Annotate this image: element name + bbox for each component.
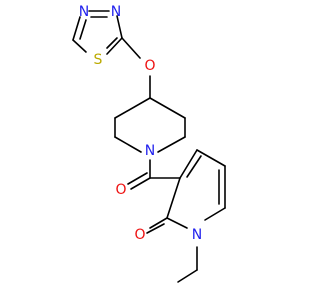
- bond-c3-c4-b: [186, 155, 202, 178]
- atom-label-n-piperidine: N: [145, 143, 155, 159]
- bond-c6-n1: [204, 207, 226, 221]
- atom-label-s-thiadiazole: S: [94, 52, 103, 68]
- bond-c2-inner: [106, 37, 118, 49]
- bond-c2-o-pyridone-a: [149, 217, 168, 229]
- molecule-structure-canvas: N N S O N O O N: [72, 4, 226, 283]
- bond-n1-c2: [166, 217, 188, 229]
- atom-label-o-carbonyl: O: [115, 182, 126, 198]
- bond-c2-o-pyridone-b: [146, 223, 165, 234]
- atom-label-n-thiadiazole-2: N: [111, 4, 121, 20]
- bond-n-c5-b: [79, 19, 87, 40]
- atom-label-o-ether: O: [144, 58, 155, 74]
- bond-c4-c5: [196, 149, 226, 167]
- atom-label-n-thiadiazole-1: N: [79, 4, 89, 20]
- bond-methyl-end: [177, 269, 198, 283]
- atom-label-o-pyridone: O: [134, 227, 145, 243]
- bond-c-o-carbonyl-b: [127, 172, 148, 185]
- bond-c-o-carbonyl-a: [130, 177, 151, 190]
- bond-pip-n-c6: [114, 136, 142, 153]
- thiadiazole-ring: [72, 10, 123, 55]
- bond-c3-c4-a: [179, 149, 198, 179]
- piperidine-ring: [114, 97, 186, 153]
- atom-label-n-pyridone: N: [192, 227, 202, 243]
- pyridone-ring: [166, 149, 226, 229]
- bond-c2-o: [121, 37, 141, 59]
- bond-n-c2: [116, 15, 123, 39]
- bond-c2-c3: [166, 177, 181, 219]
- bond-c5-s: [72, 39, 87, 53]
- bond-pip-c5-c4: [114, 97, 151, 119]
- bond-n-c5-a: [72, 16, 81, 41]
- bond-pip-c2-n: [157, 136, 186, 153]
- bond-s-c2: [106, 37, 123, 55]
- bond-pip-c4-c3: [149, 97, 186, 119]
